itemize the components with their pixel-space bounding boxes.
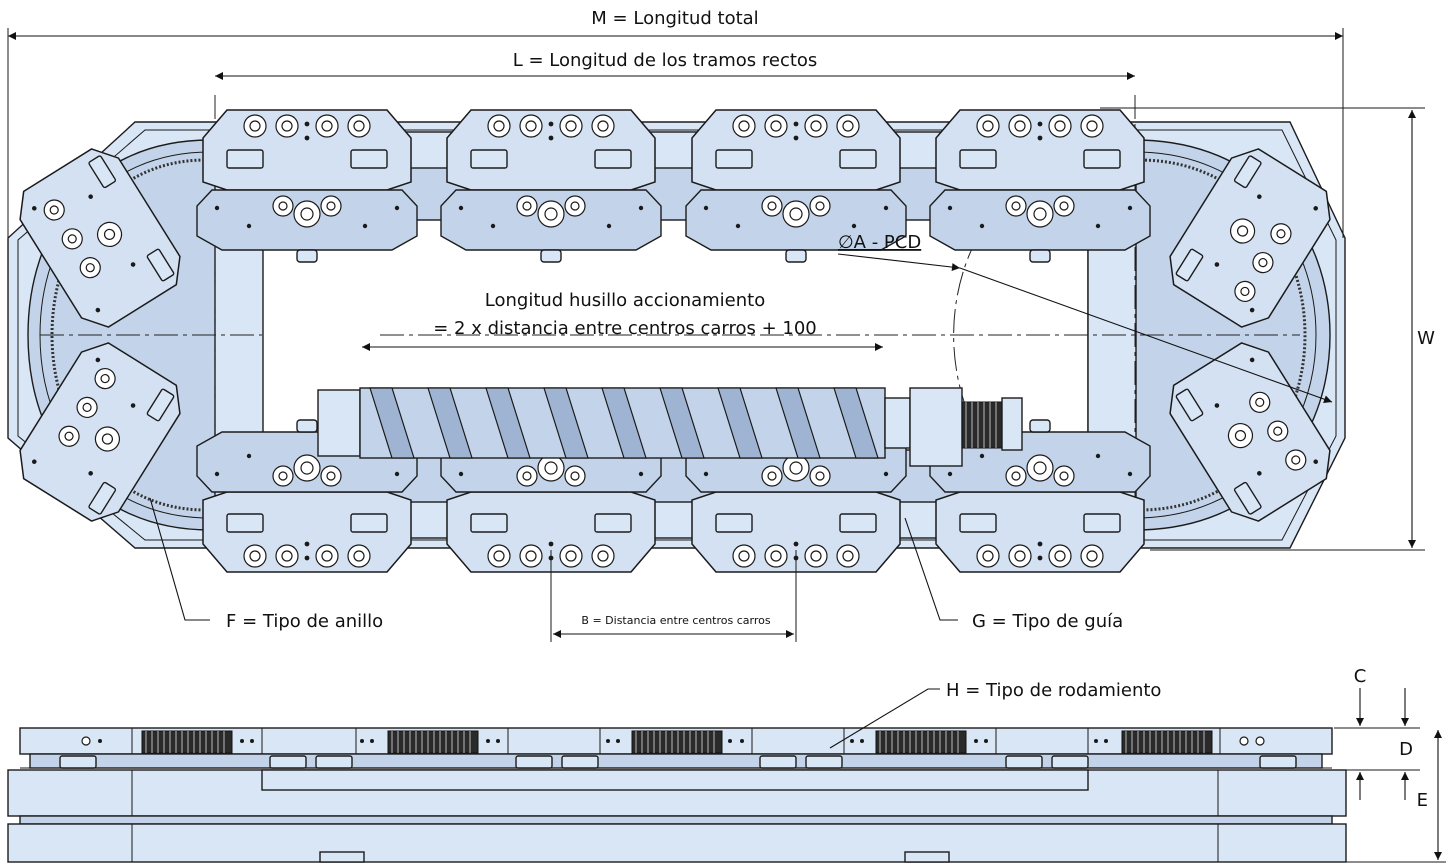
label-D: D — [1399, 739, 1413, 760]
dimension-B: B = Distancia entre centros carros — [550, 550, 797, 642]
label-H: H = Tipo de rodamiento — [946, 680, 1161, 701]
dimension-spindle: Longitud husillo accionamiento = 2 x dis… — [362, 290, 883, 351]
label-spindle-length: Longitud husillo accionamiento — [485, 290, 765, 311]
carriage-top-1 — [196, 109, 418, 263]
dimension-C: C — [1334, 666, 1420, 729]
label-C: C — [1354, 666, 1367, 687]
drive-spindle — [317, 387, 1023, 467]
side-base-lower — [7, 823, 1347, 863]
callout-G: G = Tipo de guía — [904, 517, 1123, 632]
label-spindle-formula: = 2 x distancia entre centros carros + 1… — [433, 318, 816, 339]
label-B: B = Distancia entre centros carros — [581, 614, 770, 627]
dimension-E: E — [1346, 730, 1446, 863]
carriage-top-2 — [440, 109, 662, 263]
label-A-PCD: ∅A - PCD — [838, 232, 921, 253]
side-view — [7, 727, 1347, 863]
label-L: L = Longitud de los tramos rectos — [513, 50, 818, 71]
callout-H: H = Tipo de rodamiento — [829, 680, 1161, 749]
dimension-M: M = Longitud total — [7, 8, 1344, 238]
dimension-L: L = Longitud de los tramos rectos — [215, 50, 1135, 80]
callout-F: F = Tipo de anillo — [149, 497, 383, 632]
label-G: G = Tipo de guía — [972, 611, 1123, 632]
dimension-A-PCD: ∅A - PCD — [837, 232, 1333, 404]
dimension-D: D — [1334, 739, 1420, 800]
label-W: W — [1417, 328, 1435, 349]
carriage-top-4 — [929, 109, 1151, 263]
label-E: E — [1417, 790, 1428, 811]
label-F: F = Tipo de anillo — [226, 611, 383, 632]
dimension-W: W — [1100, 107, 1435, 551]
label-M: M = Longitud total — [591, 8, 758, 29]
plan-view — [7, 95, 1346, 572]
